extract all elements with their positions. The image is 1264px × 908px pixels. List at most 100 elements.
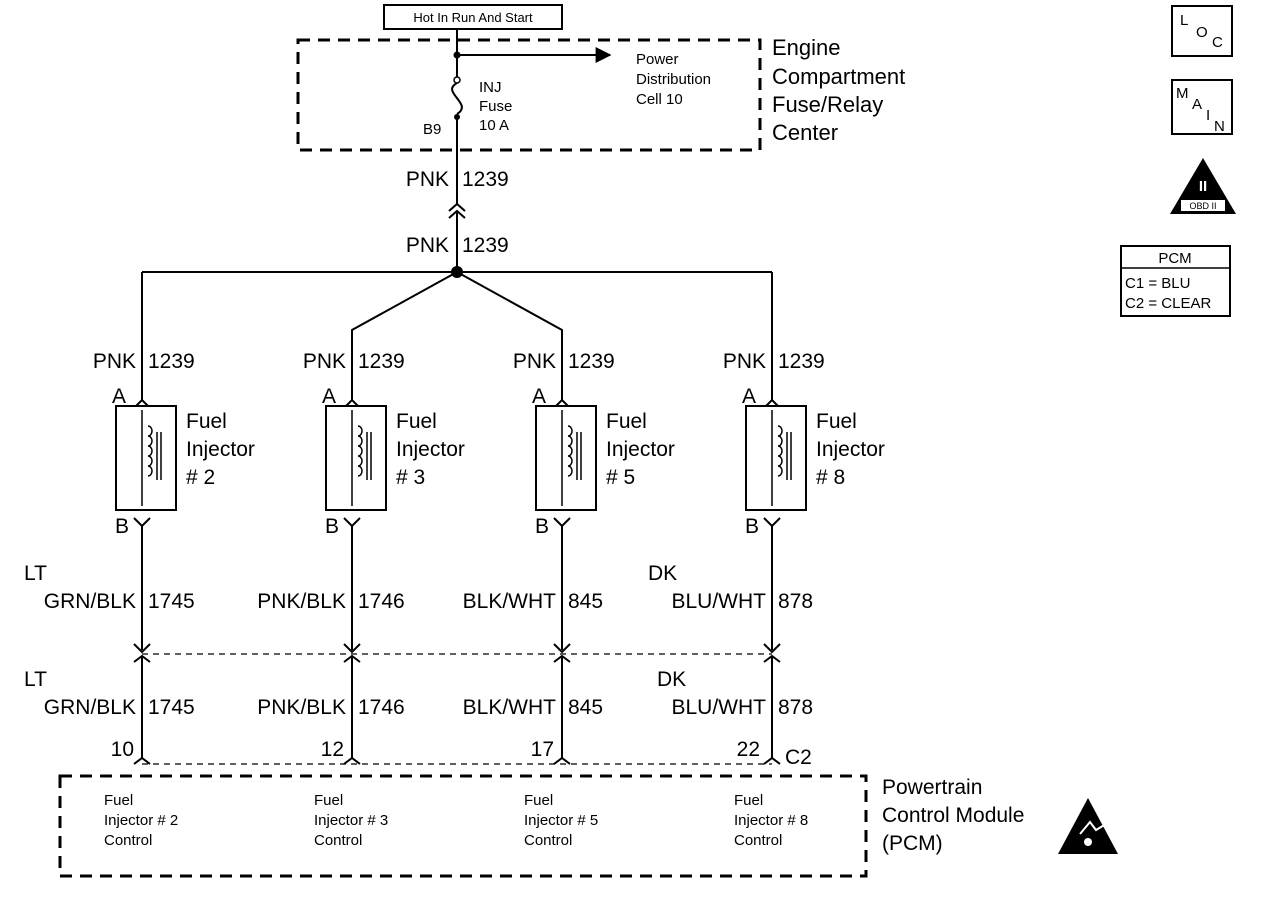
pcm-label-3-1: Fuel — [314, 792, 343, 809]
injector-2-out-color-1b: LT — [24, 668, 47, 691]
feed-circuit-lower: 1239 — [462, 234, 509, 257]
fuse-relay-center: Hot In Run And Start INJ Fuse 10 A B9 Po… — [296, 4, 905, 205]
injector-5-input-circuit: 1239 — [568, 350, 615, 373]
loc-letter-1: L — [1180, 12, 1188, 29]
fuse-label-2: Fuse — [479, 98, 512, 115]
pcm-connector: C2 — [785, 746, 812, 769]
injector-8-name-2: Injector — [816, 438, 885, 461]
pcm-title-3: (PCM) — [882, 832, 943, 855]
injector-8-out-circuit-b: 878 — [778, 696, 813, 719]
injector-3-pcm-pin: 12 — [321, 738, 344, 761]
injector-5-out-circuit-a: 845 — [568, 590, 603, 613]
pcm-legend-title: PCM — [1158, 250, 1191, 267]
injector-3-coil — [357, 425, 363, 477]
pcm-connector-legend: PCM C1 = BLU C2 = CLEAR — [1120, 245, 1231, 317]
injector-5-body — [535, 405, 597, 511]
injector-3-input-circuit: 1239 — [358, 350, 405, 373]
main-letter-3: I — [1206, 107, 1210, 124]
pcm-label-2-3: Control — [104, 832, 152, 849]
injector-8-input-circuit: 1239 — [778, 350, 825, 373]
injector-5-pcm-pin: 17 — [531, 738, 554, 761]
injector-2-pcm-pin: 10 — [111, 738, 134, 761]
injector-5-out-color-2a: BLK/WHT — [463, 590, 557, 613]
injector-5-pin-a: A — [532, 385, 546, 408]
loc-icon: L O C — [1171, 5, 1233, 57]
main-letter-1: M — [1176, 85, 1189, 102]
fuse-block-title-3: Fuse/Relay — [772, 92, 883, 117]
pcm-label-5-1: Fuel — [524, 792, 553, 809]
pcm-legend-row-1: C1 = BLU — [1125, 275, 1190, 292]
injector-5-name-3: # 5 — [606, 466, 635, 489]
pcm-module: Fuel Injector # 2 Control Fuel Injector … — [58, 774, 1118, 878]
pcm-label-8-1: Fuel — [734, 792, 763, 809]
injector-8: PNK 1239 A Fuel Injector # 8 B DK BLU/WH… — [648, 350, 885, 769]
injector-8-input-color: PNK — [723, 350, 766, 373]
pcm-label-2-1: Fuel — [104, 792, 133, 809]
injector-2-body — [115, 405, 177, 511]
injector-2: PNK 1239 A Fuel Injector # 2 B LT GRN/BL… — [24, 350, 255, 765]
pcm-legend-row-2: C2 = CLEAR — [1125, 295, 1211, 312]
injector-3: PNK 1239 A Fuel Injector # 3 B PNK/BLK 1… — [257, 350, 465, 765]
pcm-title-2: Control Module — [882, 804, 1024, 827]
injector-2-out-circuit-b: 1745 — [148, 696, 195, 719]
pcm-label-5-2: Injector # 5 — [524, 812, 598, 829]
branch-label-1: Power — [636, 51, 679, 68]
main-letter-2: A — [1192, 96, 1202, 113]
supply-label: Hot In Run And Start — [413, 10, 533, 25]
feed-color-lower: PNK — [406, 234, 449, 257]
injector-8-name-1: Fuel — [816, 410, 857, 433]
pcm-label-8-2: Injector # 8 — [734, 812, 808, 829]
injector-5: PNK 1239 A Fuel Injector # 5 B BLK/WHT 8… — [463, 350, 675, 765]
injector-5-name-2: Injector — [606, 438, 675, 461]
supply-label-box — [383, 4, 563, 30]
esd-warning-icon — [1058, 798, 1118, 854]
injector-3-input-color: PNK — [303, 350, 346, 373]
injector-3-name-3: # 3 — [396, 466, 425, 489]
obd-label: OBD II — [1189, 201, 1216, 211]
injector-5-pin-b: B — [535, 515, 549, 538]
injector-8-name-3: # 8 — [816, 466, 845, 489]
injector-3-pin-a: A — [322, 385, 336, 408]
loc-letter-3: C — [1212, 34, 1223, 51]
injector-3-out-circuit-b: 1746 — [358, 696, 405, 719]
injector-3-name-2: Injector — [396, 438, 465, 461]
pcm-label-3-3: Control — [314, 832, 362, 849]
fuse-label-1: INJ — [479, 79, 502, 96]
branch-label-3: Cell 10 — [636, 91, 683, 108]
main-icon: M A I N — [1171, 79, 1233, 135]
pcm-outline — [58, 774, 868, 878]
injector-2-pin-b: B — [115, 515, 129, 538]
injector-5-out-circuit-b: 845 — [568, 696, 603, 719]
obd-roman: II — [1199, 178, 1207, 195]
fuse-block-title-2: Compartment — [772, 64, 905, 89]
injector-3-name-1: Fuel — [396, 410, 437, 433]
injector-8-pin-b: B — [745, 515, 759, 538]
injector-5-name-1: Fuel — [606, 410, 647, 433]
fuse-terminal: B9 — [423, 121, 441, 138]
main-letter-4: N — [1214, 118, 1225, 135]
pcm-label-2-2: Injector # 2 — [104, 812, 178, 829]
injector-8-out-color-2a: BLU/WHT — [672, 590, 767, 613]
fuse-symbol — [451, 82, 463, 115]
injector-2-out-color-1a: LT — [24, 562, 47, 585]
pcm-label-8-3: Control — [734, 832, 782, 849]
injector-2-out-color-2a: GRN/BLK — [44, 590, 136, 613]
injector-8-coil — [777, 425, 783, 477]
injector-3-out-color-2a: PNK/BLK — [257, 590, 346, 613]
pcm-label-3-2: Injector # 3 — [314, 812, 388, 829]
injector-2-name-3: # 2 — [186, 466, 215, 489]
fuse-label-3: 10 A — [479, 117, 509, 134]
injector-8-body — [745, 405, 807, 511]
injector-2-coil — [147, 425, 153, 477]
injector-2-name-2: Injector — [186, 438, 255, 461]
feed-circuit-upper: 1239 — [462, 168, 509, 191]
fuse-block-title-1: Engine — [772, 35, 841, 60]
fuse-block-title-4: Center — [772, 120, 838, 145]
injector-3-out-color-2b: PNK/BLK — [257, 696, 346, 719]
injector-8-out-circuit-a: 878 — [778, 590, 813, 613]
branch-label-2: Distribution — [636, 71, 711, 88]
injector-5-input-color: PNK — [513, 350, 556, 373]
injector-3-pin-b: B — [325, 515, 339, 538]
loc-letter-2: O — [1196, 24, 1208, 41]
